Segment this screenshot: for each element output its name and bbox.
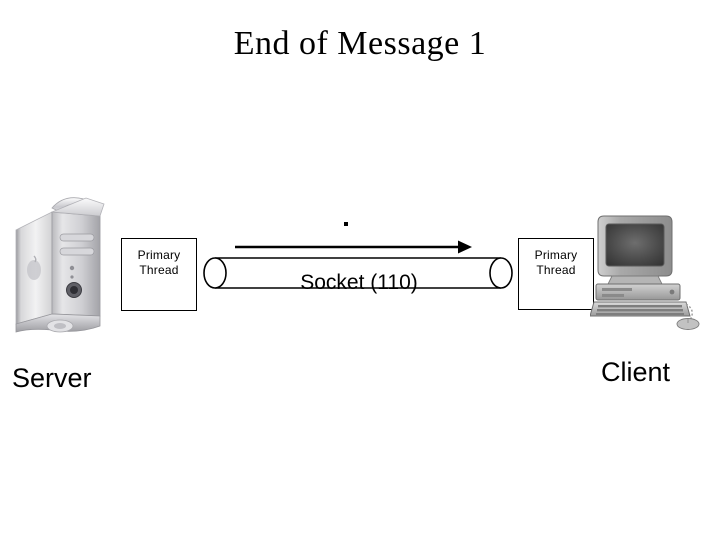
thread-box-server: Primary Thread <box>121 238 197 311</box>
server-tower-icon <box>8 192 120 338</box>
desktop-computer-icon <box>589 212 702 330</box>
page-title: End of Message 1 <box>233 25 487 62</box>
data-flow-arrow-icon <box>234 236 472 258</box>
thread-box-server-label: Primary Thread <box>137 248 181 277</box>
server-label: Server <box>12 363 92 393</box>
socket-connection: Socket (110) <box>203 250 515 296</box>
dot-marker <box>344 222 348 226</box>
thread-box-client: Primary Thread <box>518 238 594 310</box>
socket-label: Socket (110) <box>300 271 418 294</box>
client-label: Client <box>601 357 671 387</box>
thread-box-client-label: Primary Thread <box>534 248 578 277</box>
